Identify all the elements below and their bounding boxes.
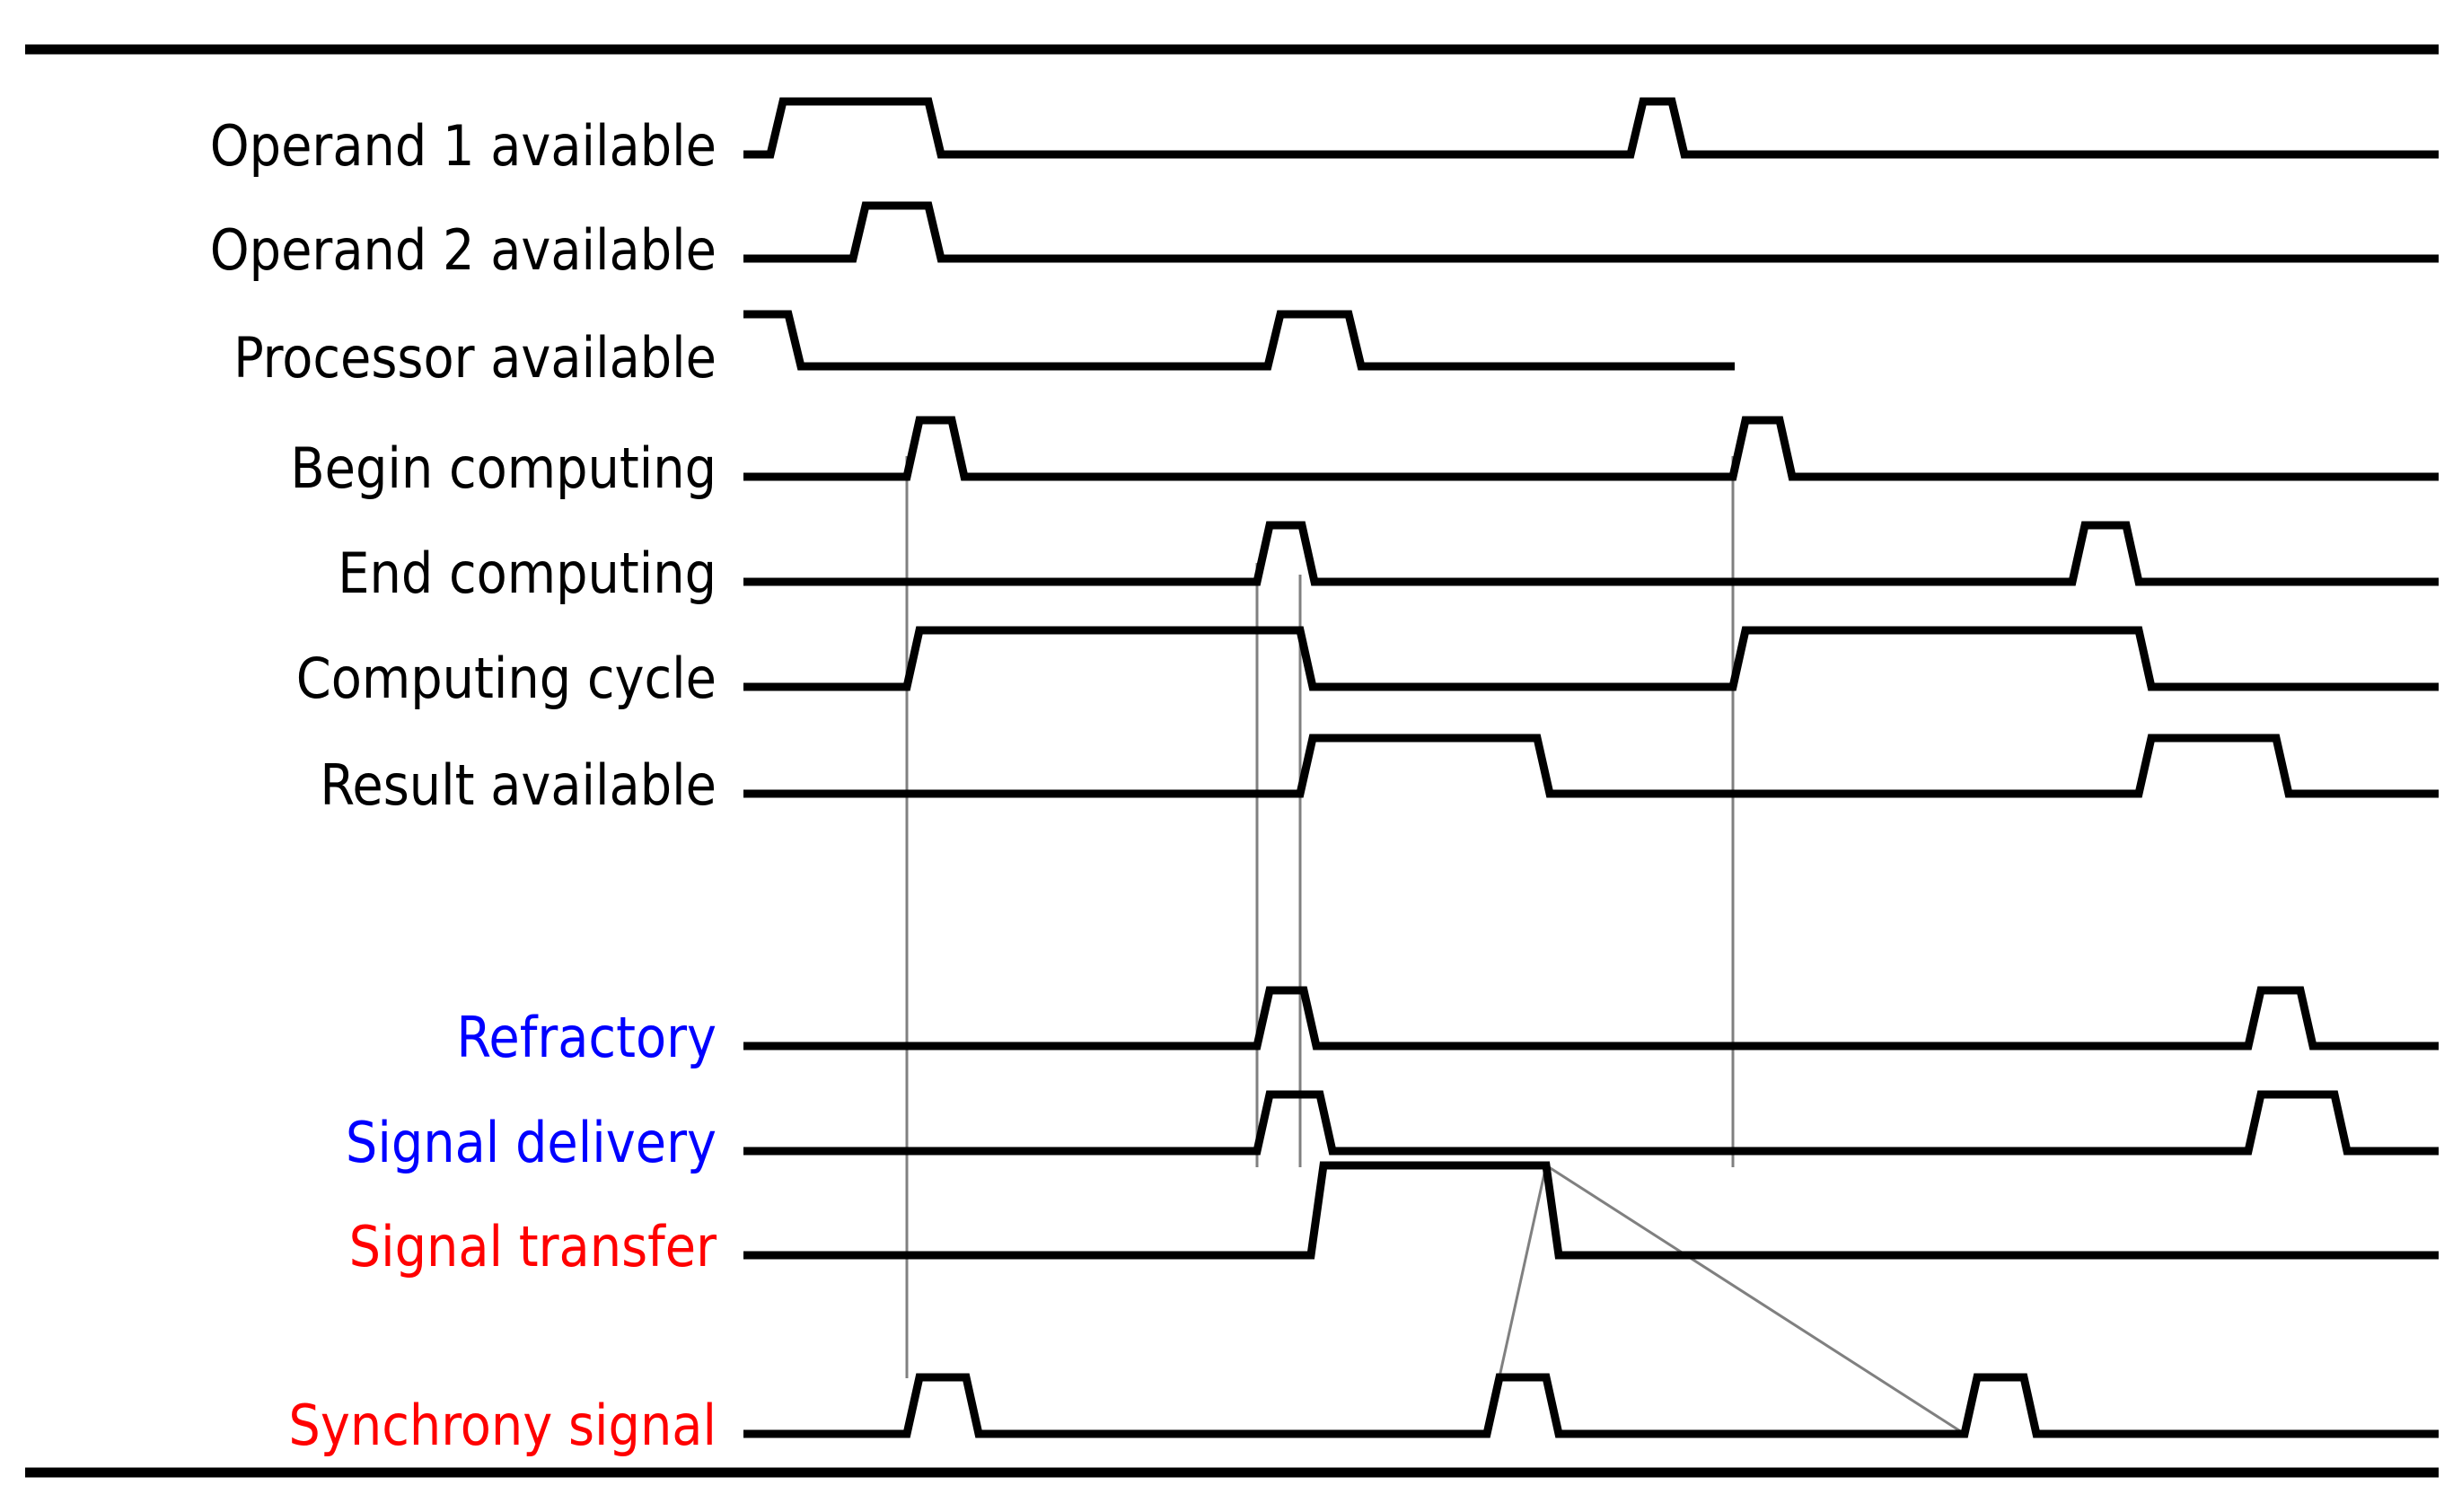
waveform-processor-available: [743, 310, 1735, 371]
waveform-begin-computing: [743, 416, 2439, 481]
waveform-refractory: [743, 986, 2439, 1050]
guide-transfer-offset: [1545, 1164, 1965, 1436]
row-label-signal-delivery: Signal delivery: [346, 1110, 717, 1175]
row-label-begin-computing: Begin computing: [290, 435, 717, 501]
row-label-operand-2-available: Operand 2 available: [210, 217, 717, 283]
waveform-signal-delivery: [743, 1090, 2439, 1156]
row-label-signal-transfer: Signal transfer: [349, 1214, 717, 1279]
waveform-computing-cycle: [743, 626, 2439, 691]
row-label-computing-cycle: Computing cycle: [296, 646, 717, 711]
waveform-operand-2-available: [743, 201, 2439, 263]
waveform-synchrony-signal: [743, 1373, 2439, 1438]
waveform-operand-1-available: [743, 97, 2439, 159]
row-label-synchrony-signal: Synchrony signal: [288, 1393, 717, 1458]
row-label-end-computing: End computing: [338, 541, 717, 606]
row-label-refractory: Refractory: [456, 1005, 717, 1070]
waveform-signal-transfer: [743, 1161, 2439, 1260]
row-label-operand-1-available: Operand 1 available: [210, 113, 717, 179]
row-label-processor-available: Processor available: [233, 325, 717, 391]
row-label-result-available: Result available: [320, 752, 717, 818]
waveform-end-computing: [743, 521, 2439, 586]
waveform-result-available: [743, 734, 2439, 798]
waveform-layer: [743, 97, 2439, 1438]
